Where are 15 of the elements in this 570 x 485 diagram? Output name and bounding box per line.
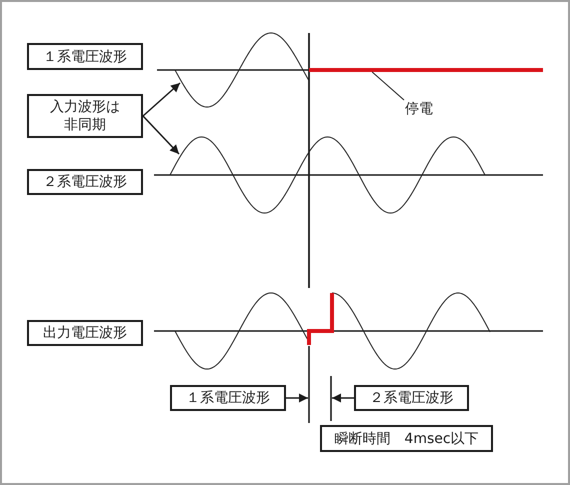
callout-label: 停電 [404, 100, 434, 117]
label-box: １系電圧波形 [170, 385, 286, 411]
label-box: 入力波形は非同期 [27, 94, 143, 138]
arrow [332, 394, 354, 402]
arrow [142, 115, 180, 155]
label-box: ２系電圧波形 [27, 169, 143, 195]
label-box: １系電圧波形 [27, 43, 143, 70]
arrow [142, 82, 180, 117]
leader-line [372, 72, 404, 100]
label-box: 瞬断時間 4msec以下 [320, 425, 493, 452]
label-box: 出力電圧波形 [27, 320, 143, 346]
sine-wave [170, 136, 486, 214]
arrow [286, 394, 308, 402]
sine-wave [174, 32, 310, 108]
label-box: ２系電圧波形 [354, 385, 469, 411]
